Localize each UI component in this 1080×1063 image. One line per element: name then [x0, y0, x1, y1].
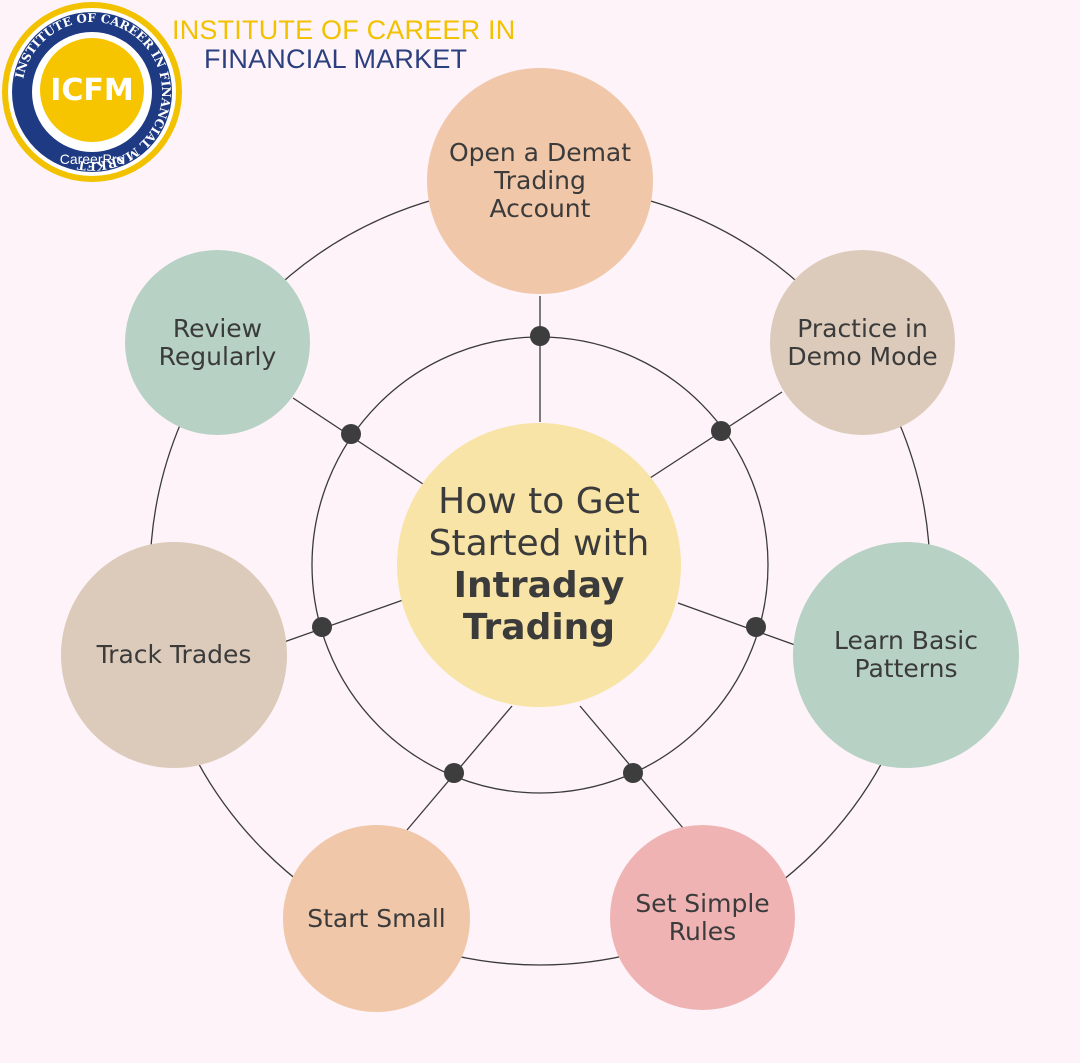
step-label: Start Small [307, 903, 446, 933]
junction-dot [711, 421, 731, 441]
center-line-4: Trading [462, 607, 616, 648]
connector-line [283, 599, 404, 643]
step-label-line: Practice in [797, 313, 928, 343]
step-label-line: Regularly [158, 341, 277, 371]
junction-dot [312, 617, 332, 637]
step-label-line: Set Simple [635, 888, 770, 918]
step-label-line: Rules [668, 916, 737, 946]
junction-dot [341, 424, 361, 444]
step-track-trades: Track Trades [61, 542, 287, 768]
center-title: How to Get Started with Intraday Trading [397, 423, 681, 707]
brand-name: INSTITUTE OF CAREER IN FINANCIAL MARKET [172, 16, 515, 74]
brand-line-2: FINANCIAL MARKET [204, 44, 468, 74]
center-line-1: How to Get [438, 481, 640, 522]
step-label-line: Trading [494, 166, 586, 195]
step-label-line: Track Trades [96, 640, 252, 669]
connector-line [677, 602, 796, 646]
junction-dot [444, 763, 464, 783]
step-label-line: Patterns [854, 654, 958, 683]
junction-dot [530, 326, 550, 346]
brand-line-1: INSTITUTE OF CAREER IN [172, 15, 516, 45]
logo-monogram: ICFM [50, 73, 134, 108]
step-label-line: Demo Mode [787, 341, 938, 371]
step-label-line: Account [489, 194, 591, 223]
step-start-small: Start Small [283, 825, 470, 1012]
step-label: Track Trades [97, 641, 252, 669]
step-label-line: Start Small [307, 903, 446, 933]
junction-dot [746, 617, 766, 637]
center-line-3: Intraday [453, 565, 625, 606]
logo-sub: CareerPro [60, 151, 125, 167]
step-label-line: Review [172, 313, 263, 343]
step-label-line: Open a Demat [448, 138, 632, 167]
center-line-2: Started with [428, 523, 650, 564]
icfm-logo: INSTITUTE OF CAREER IN FINANCIAL MARKET … [2, 2, 182, 182]
junction-dot [623, 763, 643, 783]
step-label-line: Learn Basic [833, 626, 978, 655]
